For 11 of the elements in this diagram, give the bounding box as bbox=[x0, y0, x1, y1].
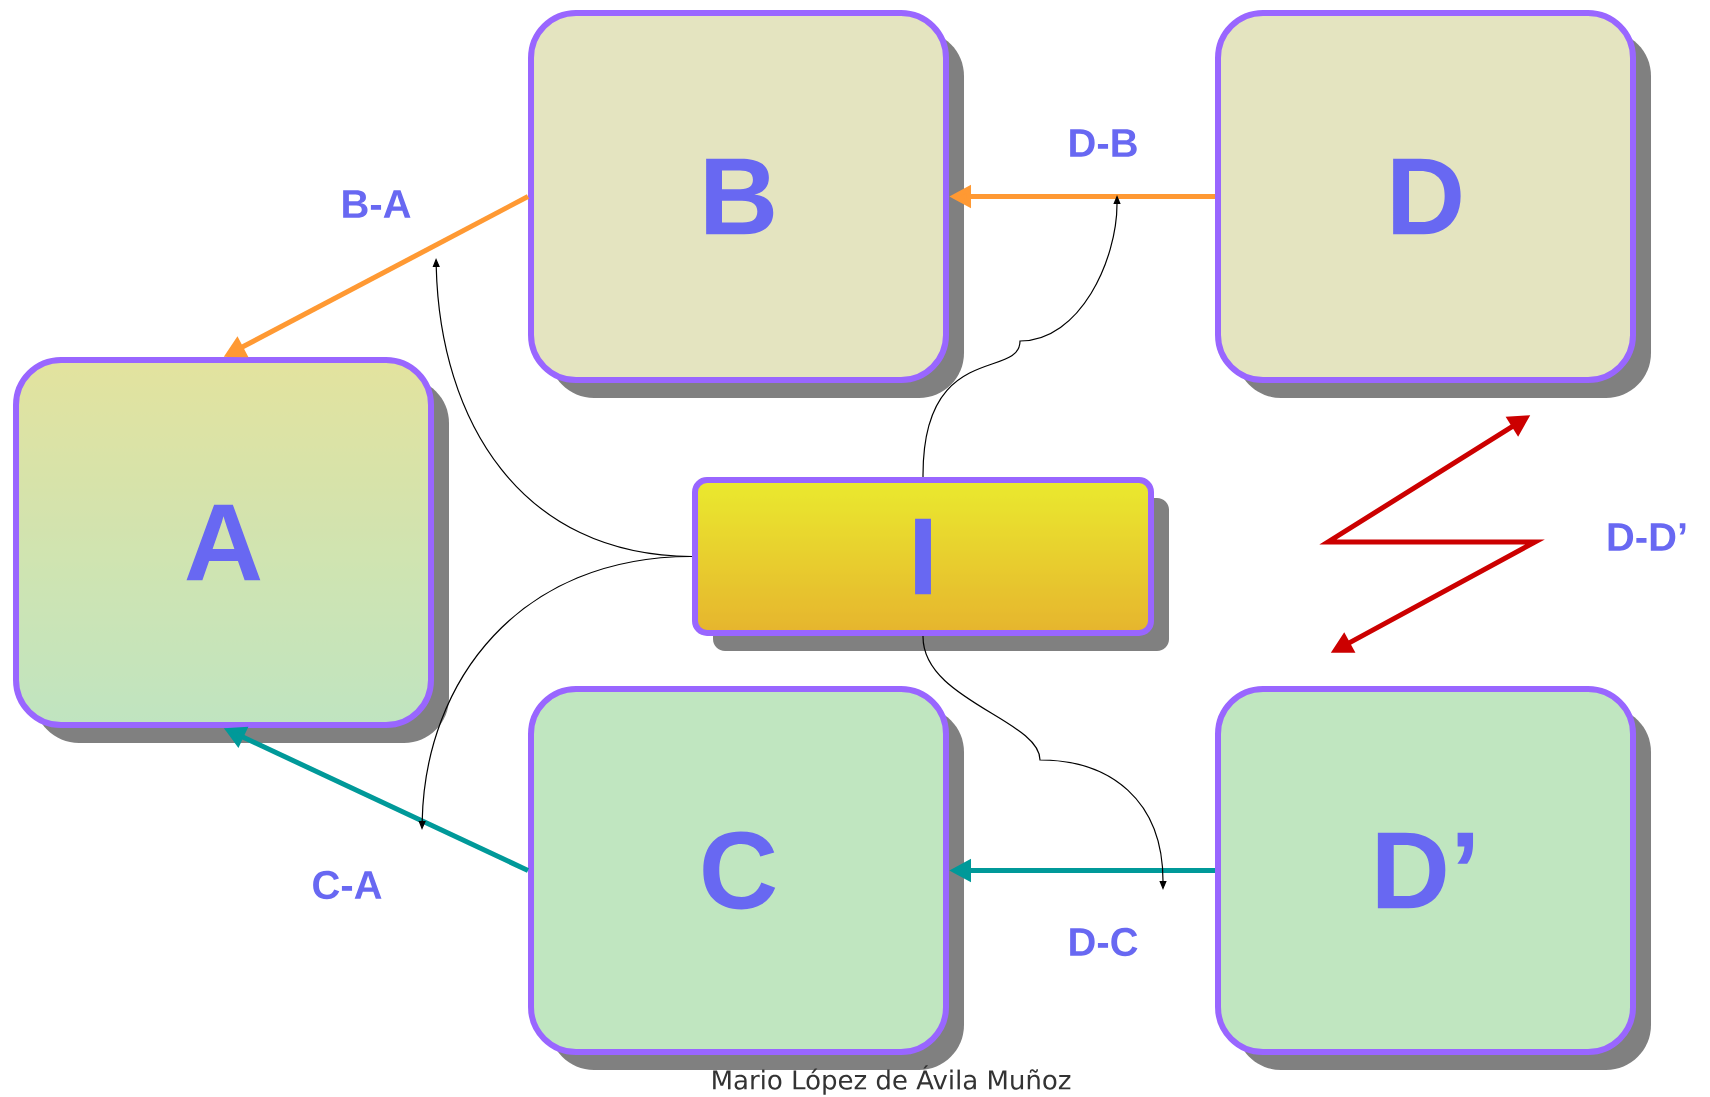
rounded-box: D bbox=[1215, 10, 1651, 398]
bar-box: I bbox=[692, 477, 1169, 651]
edge-label: B-A bbox=[339, 189, 413, 219]
rounded-box: D’ bbox=[1215, 686, 1651, 1070]
edge-label: C-A bbox=[310, 869, 384, 901]
arrow bbox=[1319, 415, 1545, 653]
rounded-box: B bbox=[528, 10, 964, 398]
rounded-box: A bbox=[13, 357, 449, 743]
edge-label: D-D’ bbox=[1604, 522, 1690, 552]
edge-label: D-B bbox=[1066, 128, 1140, 158]
edge-label: D-C bbox=[1066, 926, 1140, 958]
